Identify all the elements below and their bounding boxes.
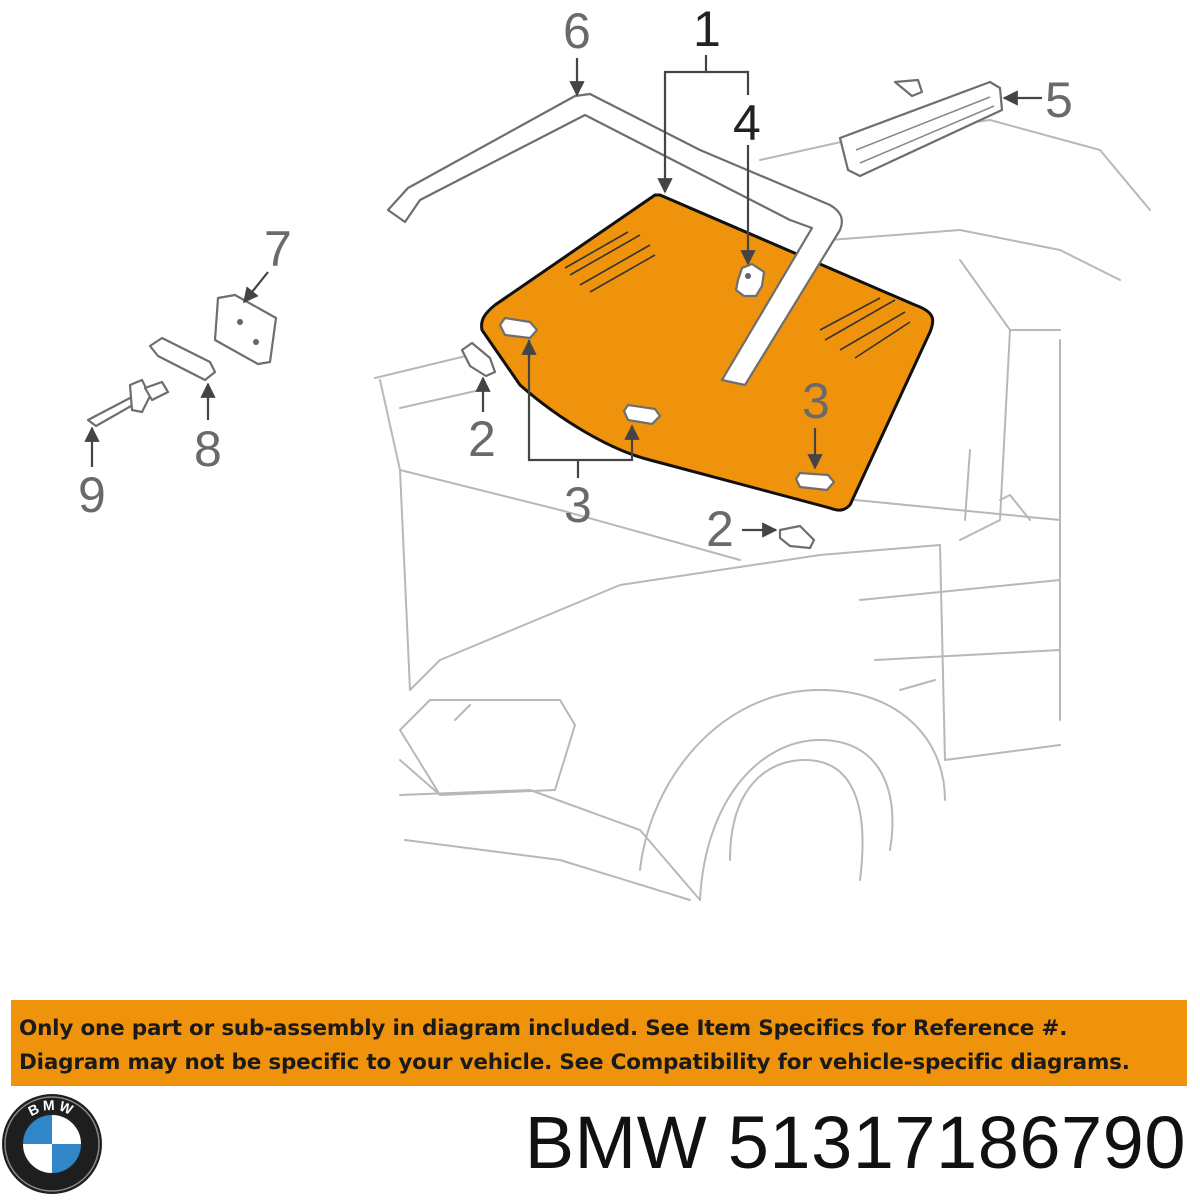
spacer-bottom-right [794,471,836,492]
bracket-part [213,293,278,366]
windshield-glass [480,193,935,512]
compatibility-notice: Only one part or sub-assembly in diagram… [11,1000,1187,1086]
callout-9: 9 [78,467,106,523]
leader-lines [84,55,1042,538]
parts-diagram: 6 1 4 5 7 8 9 2 3 3 2 [78,1,1151,901]
svg-text:BMW: BMW [25,1097,78,1119]
callout-4: 4 [733,95,761,151]
rear-view-mirror [838,78,1004,178]
car-outline [374,119,1151,901]
callout-3-bottom: 3 [564,477,592,533]
notice-line-1: Only one part or sub-assembly in diagram… [19,1016,1068,1041]
notice-line-2: Diagram may not be specific to your vehi… [19,1050,1130,1075]
part-number: 51317186790 [727,1101,1186,1184]
callout-7: 7 [264,221,292,277]
clip-right [778,524,816,550]
callout-1: 1 [693,1,721,57]
screw-part [86,378,170,428]
callout-8: 8 [194,421,222,477]
brand-name: BMW [524,1101,708,1184]
retainer-clip [148,336,217,382]
spacer-bottom-center [622,403,662,426]
callout-5: 5 [1045,72,1073,128]
callout-2-left: 2 [468,411,496,467]
callout-2-right: 2 [706,501,734,557]
sensor-bracket [734,262,766,298]
windshield-moulding [386,92,843,387]
clip-left [460,341,497,378]
callout-6: 6 [563,3,591,59]
callout-3-right: 3 [802,373,830,429]
spacer-top-left [498,316,539,340]
bmw-roundel-icon: BMW [2,1094,102,1194]
